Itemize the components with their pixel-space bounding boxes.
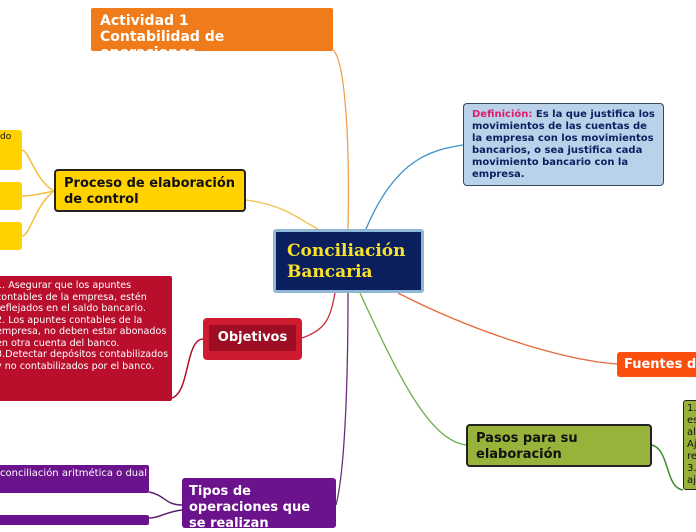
objetivos-label: Objetivos	[209, 325, 296, 351]
pasos-node[interactable]: Pasos para su elaboración	[466, 424, 652, 467]
objetivos-detail[interactable]: 1. Asegurar que los apuntes contables de…	[0, 276, 172, 401]
pasos-label: Pasos para su elaboración	[476, 431, 578, 462]
proceso-child-3[interactable]	[0, 222, 22, 250]
central-topic-line-2: Bancaria	[287, 262, 373, 282]
title-node[interactable]: Actividad 1 Contabilidad de operaciones.	[91, 8, 333, 61]
link-fuentes	[397, 292, 618, 365]
pasos-fragment: re	[687, 451, 696, 462]
tipos-child-1[interactable]: conciliación aritmética o dual	[0, 465, 149, 493]
link-proceso-child3	[21, 190, 55, 237]
fuentes-node[interactable]: Fuentes d	[617, 352, 696, 377]
objetivos-node[interactable]: Objetivos	[203, 318, 302, 360]
connector-lines	[21, 49, 684, 519]
link-proceso-child1	[21, 149, 55, 192]
link-objetivos-child	[171, 338, 204, 399]
definicion-node[interactable]: Definición: Es la que justifica los movi…	[463, 103, 664, 186]
fuentes-label: Fuentes d	[624, 357, 696, 372]
pasos-fragment: 1.	[687, 403, 696, 414]
pasos-fragment: Aj	[687, 439, 696, 450]
link-tipos-child1	[148, 491, 183, 506]
proceso-child-2[interactable]	[0, 182, 22, 210]
link-tipos-child2	[148, 509, 183, 519]
central-topic-line-1: Conciliación	[287, 241, 406, 261]
definicion-text: Es la que justifica los movimientos de l…	[472, 109, 655, 180]
proceso-child-1[interactable]: do	[0, 130, 22, 170]
title-line-2: Contabilidad de operaciones.	[100, 29, 225, 61]
pasos-detail[interactable]: 1. es al Aj re 3. aj	[683, 400, 696, 490]
link-definicion	[365, 144, 464, 230]
pasos-fragment: aj	[687, 475, 696, 486]
link-objetivos	[301, 292, 336, 339]
proceso-label: Proceso de elaboración de control	[64, 176, 236, 207]
proceso-node[interactable]: Proceso de elaboración de control	[54, 169, 246, 212]
definicion-label: Definición:	[472, 109, 533, 120]
pasos-fragment: 3.	[687, 463, 696, 474]
pasos-fragment: es	[687, 415, 696, 426]
link-proceso	[245, 199, 319, 230]
proceso-child-1-text: do	[0, 132, 12, 142]
link-pasos-child	[651, 444, 684, 491]
central-topic[interactable]: Conciliación Bancaria	[273, 229, 424, 293]
link-proceso-child2	[21, 190, 55, 197]
tipos-child-2[interactable]	[0, 515, 149, 525]
pasos-fragment: al	[687, 427, 696, 438]
link-tipos	[335, 292, 349, 506]
objetivo-item-3: 3.Detectar depósitos contabilizados y no…	[0, 349, 169, 372]
title-line-1: Actividad 1	[100, 13, 189, 29]
tipos-child-1-text: conciliación aritmética o dual	[0, 468, 148, 479]
objetivo-item-1: 1. Asegurar que los apuntes contables de…	[0, 280, 147, 314]
tipos-node[interactable]: Tipos de operaciones que se realizan	[182, 478, 336, 531]
tipos-label: Tipos de operaciones que se realizan	[189, 484, 311, 531]
link-pasos	[359, 292, 467, 446]
objetivo-item-2: 2. Los apuntes contables de la empresa, …	[0, 314, 167, 349]
link-title	[332, 49, 350, 230]
